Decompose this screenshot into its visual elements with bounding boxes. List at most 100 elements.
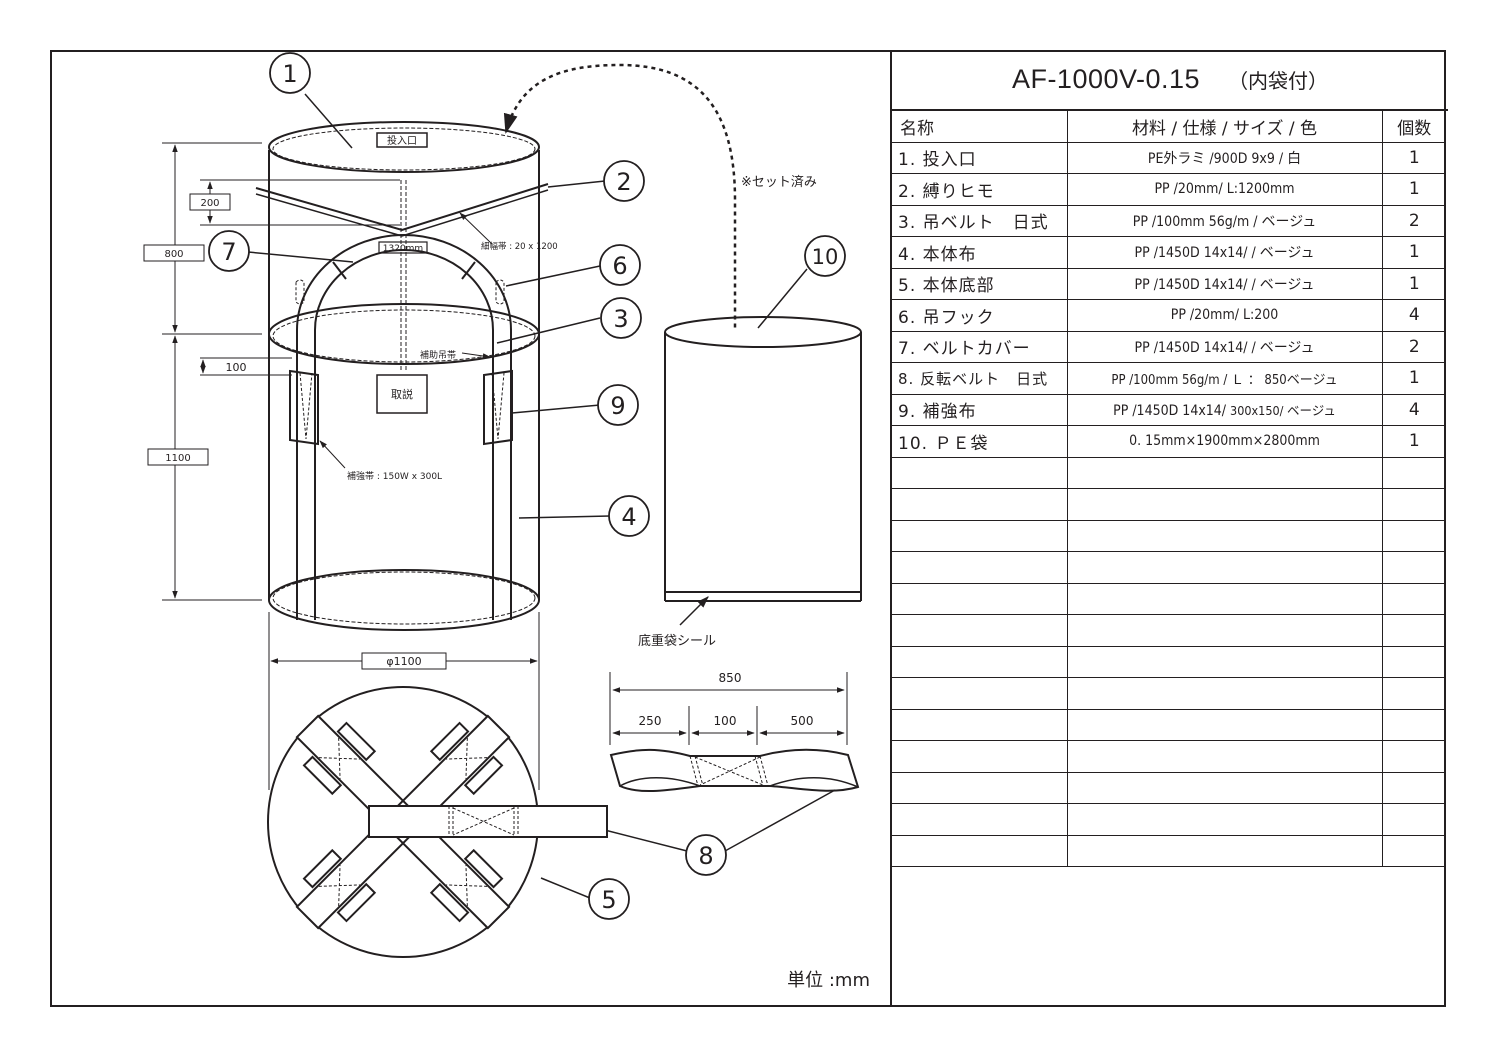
callout-2: 2	[616, 168, 631, 196]
empty-cell	[1381, 834, 1446, 867]
dim-1100: 1100	[165, 453, 190, 464]
empty-cell	[1381, 740, 1446, 773]
empty-cell	[1381, 582, 1446, 615]
part-spec: PP /20mm/ L:1200mm	[1066, 173, 1383, 206]
part-name: 1. 投入口	[892, 141, 1068, 174]
part-name: 2. 縛りヒモ	[892, 173, 1068, 206]
part-name: 6. 吊フック	[892, 299, 1068, 332]
tie-string	[255, 183, 549, 232]
part-qty: 1	[1381, 141, 1446, 174]
inlet-label: 投入口	[387, 134, 417, 147]
empty-cell	[1066, 551, 1383, 584]
part-spec: PP /20mm/ L:200	[1066, 299, 1383, 332]
part-spec-size: 300x150/ ベージュ	[1230, 403, 1336, 419]
inlet-label-box	[376, 132, 428, 148]
header-qty: 個数	[1381, 111, 1446, 143]
instructions-label: 取説	[391, 387, 413, 401]
part-name: 5. 本体底部	[892, 267, 1068, 300]
notes-area	[892, 895, 1446, 1007]
empty-cell	[1066, 488, 1383, 521]
aux-strap-label: 補助吊帯	[420, 349, 456, 361]
dimension-values: 800 200 1100 100 φ1100 850 250 100 500	[164, 198, 813, 728]
part-qty: 1	[1381, 236, 1446, 269]
empty-cell	[1066, 456, 1383, 489]
dim-100: 100	[226, 361, 247, 374]
empty-cell	[1066, 582, 1383, 615]
empty-cell	[1381, 771, 1446, 804]
empty-table-row	[892, 551, 1446, 584]
part-qty: 2	[1381, 204, 1446, 237]
bottom-view	[267, 686, 608, 958]
inlet-top-ellipse	[268, 121, 540, 173]
instruction-box	[376, 374, 428, 414]
callout-7: 7	[221, 238, 236, 266]
empty-cell	[1066, 740, 1383, 773]
pe-inner-bag	[664, 316, 862, 602]
part-name: 7. ベルトカバー	[892, 330, 1068, 363]
empty-table-row	[892, 771, 1446, 804]
part-name: 10. ＰＥ袋	[892, 425, 1068, 458]
empty-cell	[892, 740, 1068, 773]
empty-cell	[1066, 677, 1383, 710]
callout-numbers: 1 2 3 4 5 6 7 8 9 10	[221, 60, 838, 914]
bottom-ellipse	[268, 569, 540, 631]
parts-list-panel: AF-1000V-0.15 （内袋付） 名称 材料 / 仕様 / サイズ / 色…	[890, 50, 1448, 1007]
empty-table-row	[892, 645, 1446, 678]
part-spec: PP /100mm 56g/m / ベージュ	[1066, 204, 1383, 237]
empty-cell	[1381, 488, 1446, 521]
inlet-seam	[272, 127, 536, 171]
part-spec: PE外ラミ /900D 9x9 / 白	[1066, 141, 1383, 174]
part-spec: PP /100mm 56g/m / Ｌ ： 850ベージュ	[1066, 362, 1383, 395]
empty-table-row	[892, 614, 1446, 647]
callout-3: 3	[613, 305, 628, 333]
empty-cell	[892, 519, 1068, 552]
unit-label: 単位 :mm	[787, 970, 870, 991]
part-spec: PP /1450D 14x14/ 300x150/ ベージュ	[1066, 393, 1383, 426]
dim-belt-seg-3: 500	[791, 714, 814, 728]
part-spec: PP /1450D 14x14/ / ベージュ	[1066, 236, 1383, 269]
empty-table-row	[892, 519, 1446, 552]
part-name: 9. 補強布	[892, 393, 1068, 426]
dim-belt-seg-2: 100	[714, 714, 737, 728]
narrow-band-label: 細幅帯 : 20 x 1200	[481, 241, 558, 252]
empty-table-row	[892, 582, 1446, 615]
part-qty: 4	[1381, 299, 1446, 332]
callout-10: 10	[812, 245, 839, 269]
shoulder-seam	[272, 309, 536, 363]
dim-diameter: φ1100	[386, 655, 421, 668]
empty-table-row	[892, 740, 1446, 773]
empty-cell	[1381, 519, 1446, 552]
empty-table-row	[892, 488, 1446, 521]
empty-table-row	[892, 708, 1446, 741]
shoulder-ellipse	[268, 303, 540, 365]
lifting-belt-outer	[296, 234, 512, 620]
empty-cell	[892, 677, 1068, 710]
callout-1: 1	[282, 60, 297, 88]
part-qty: 1	[1381, 425, 1446, 458]
empty-cell	[892, 582, 1068, 615]
reverse-belt-detail	[609, 672, 860, 793]
empty-cell	[1066, 614, 1383, 647]
callout-circles	[208, 52, 846, 920]
callout-9: 9	[610, 392, 625, 420]
title-block: AF-1000V-0.15 （内袋付）	[892, 50, 1448, 111]
part-qty: 4	[1381, 393, 1446, 426]
part-spec: 0. 15mm×1900mm×2800mm	[1066, 425, 1383, 458]
part-name: 8. 反転ベルト 日式	[892, 362, 1068, 395]
reinforce-band-label: 補強帯 : 150W x 300L	[347, 470, 442, 482]
empty-cell	[892, 803, 1068, 836]
dim-belt-seg-1: 250	[639, 714, 662, 728]
empty-cell	[1066, 708, 1383, 741]
empty-cell	[1066, 519, 1383, 552]
empty-cell	[892, 645, 1068, 678]
dimension-lines	[143, 142, 540, 790]
